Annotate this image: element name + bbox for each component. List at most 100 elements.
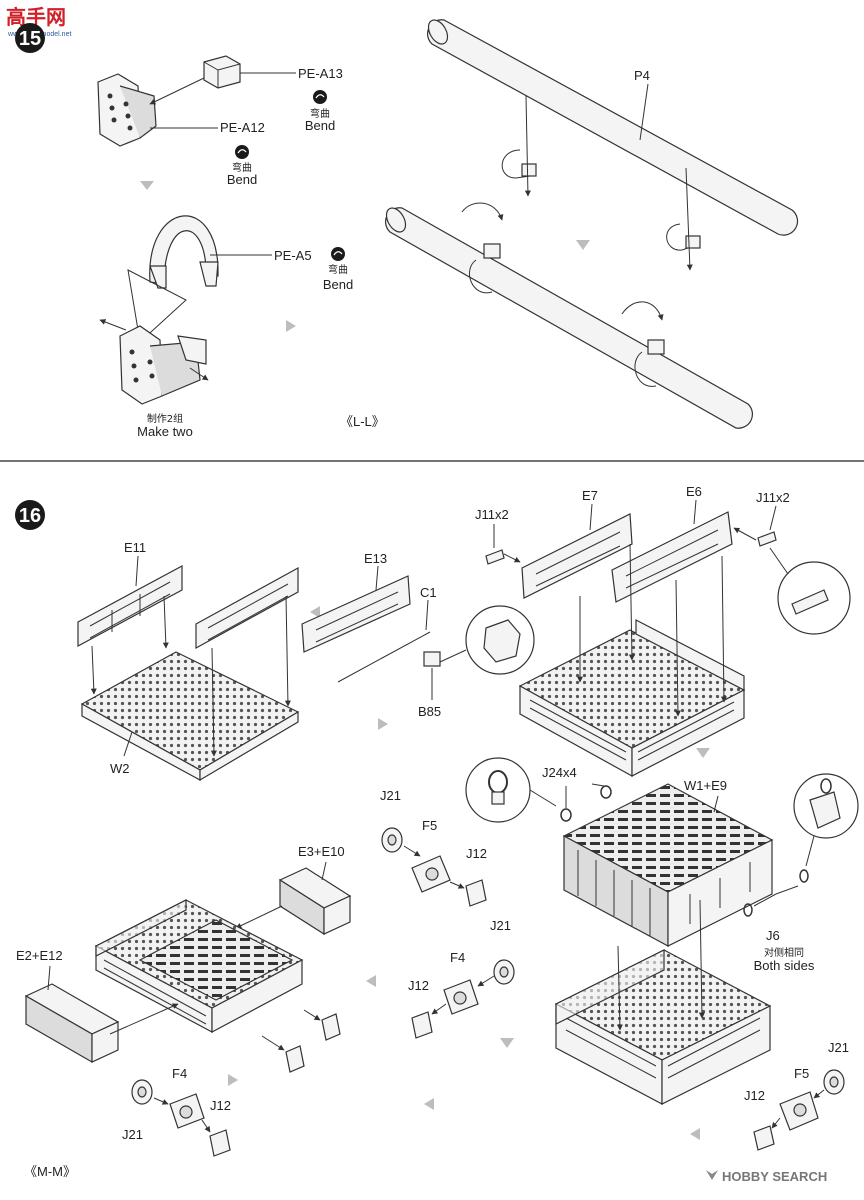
leader-e3e10 bbox=[321, 861, 327, 881]
wheel-f5-a bbox=[411, 855, 451, 893]
label-f5-b: F5 bbox=[794, 1066, 809, 1081]
detail-j6-ring bbox=[820, 778, 832, 794]
arrow-a13-to-a12 bbox=[149, 77, 205, 105]
rotate-arrow-2 bbox=[621, 301, 664, 321]
detail-connector-b85 bbox=[439, 649, 467, 663]
flow-arrow-right-2 bbox=[378, 718, 388, 730]
arrow-j12-a bbox=[449, 881, 465, 889]
arrow-e3e10 bbox=[235, 905, 283, 929]
label-j11x2-left: J11x2 bbox=[475, 507, 509, 522]
arrow-j12-b bbox=[431, 1003, 447, 1015]
label-pe-a13: PE-A13 bbox=[298, 66, 343, 81]
label-j12-c: J12 bbox=[210, 1098, 231, 1113]
label-e2e12: E2+E12 bbox=[16, 948, 63, 963]
tire-j21-a bbox=[381, 827, 403, 853]
flow-arrow-left bbox=[310, 606, 320, 618]
label-j12-d: J12 bbox=[744, 1088, 765, 1103]
label-e7: E7 bbox=[582, 488, 598, 503]
detail-b85-part bbox=[483, 619, 521, 663]
tire-j21-b bbox=[493, 959, 515, 985]
wheel-f4-a bbox=[443, 979, 479, 1015]
crate-left-assembled bbox=[94, 899, 304, 1034]
label-f4-a: F4 bbox=[450, 950, 465, 965]
arrow-j21-right bbox=[813, 1089, 825, 1099]
part-j11-right bbox=[757, 531, 777, 547]
label-w1e9: W1+E9 bbox=[684, 778, 727, 793]
crate-upper bbox=[518, 619, 746, 778]
tube-p4-bottom bbox=[384, 207, 754, 429]
rotate-arrow-1 bbox=[461, 202, 504, 221]
direction-arrow-left bbox=[99, 319, 127, 331]
part-j11-left bbox=[485, 549, 505, 565]
leader-j6 bbox=[753, 893, 777, 907]
hub-j12-a bbox=[465, 879, 487, 907]
leader-w1e9 bbox=[713, 795, 719, 813]
part-j24-b bbox=[600, 785, 612, 799]
crate-loaded bbox=[562, 783, 774, 948]
arrow-clip-left bbox=[524, 95, 531, 197]
panel-e7 bbox=[521, 513, 633, 599]
leader-c1 bbox=[425, 599, 429, 631]
hub-j12-right bbox=[753, 1125, 775, 1151]
label-pe-a5: PE-A5 bbox=[274, 248, 312, 263]
arrow-e11-1 bbox=[90, 645, 97, 695]
clip-right bbox=[666, 223, 701, 251]
both-sides-cn: 对侧相同 bbox=[764, 946, 804, 959]
detail-callout-j24 bbox=[465, 757, 531, 823]
brand-text: HOBBY SEARCH bbox=[722, 1169, 827, 1184]
label-p4: P4 bbox=[634, 68, 650, 83]
arrow-j12-right bbox=[771, 1117, 781, 1129]
hub-left-1 bbox=[285, 1045, 305, 1073]
label-j21-c: J21 bbox=[122, 1127, 143, 1142]
panel-e11-left bbox=[77, 564, 183, 648]
wheel-f5-right bbox=[779, 1091, 819, 1131]
arrow-j11-left bbox=[503, 553, 521, 563]
arrow-e11-4 bbox=[284, 595, 291, 707]
hub-left-2 bbox=[321, 1013, 341, 1041]
arrow-j12-c bbox=[201, 1119, 211, 1133]
panel-e13 bbox=[301, 575, 411, 653]
placement-guide bbox=[127, 269, 187, 343]
hobby-search-logo: HOBBY SEARCH bbox=[706, 1169, 827, 1184]
arrow-e11-2 bbox=[162, 595, 169, 649]
make-two-cn: 制作2组 bbox=[147, 412, 183, 425]
detail-j24-base bbox=[491, 791, 505, 805]
part-j24-a bbox=[560, 808, 572, 822]
label-e11: E11 bbox=[124, 540, 146, 555]
arrow-j21-b bbox=[477, 975, 495, 987]
floor-w2 bbox=[80, 651, 300, 782]
bend-icon bbox=[331, 247, 345, 261]
assembled-hinge bbox=[119, 325, 207, 405]
step-16-badge bbox=[15, 500, 45, 530]
box-e2e12 bbox=[24, 983, 120, 1064]
part-b85 bbox=[423, 651, 441, 667]
bend-icon bbox=[313, 90, 327, 104]
part-pe-a5 bbox=[149, 215, 219, 289]
hub-j12-c bbox=[209, 1129, 231, 1157]
leader-e13 bbox=[375, 565, 379, 591]
step-16-number: 16 bbox=[19, 505, 41, 527]
part-pe-a13 bbox=[203, 55, 241, 89]
label-f4-b: F4 bbox=[172, 1066, 187, 1081]
label-j24x4: J24x4 bbox=[542, 765, 577, 780]
label-j21-a: J21 bbox=[380, 788, 401, 803]
arrow-hub-left-1 bbox=[261, 1035, 285, 1051]
wheel-f4-b bbox=[169, 1093, 205, 1129]
rod-c1 bbox=[337, 631, 431, 683]
crate-lower bbox=[554, 949, 772, 1105]
step-16: 16 E11 W2 E13 C1 bbox=[15, 484, 859, 1179]
leader-p4 bbox=[639, 83, 649, 141]
detail-j11-part bbox=[791, 589, 829, 615]
label-e13: E13 bbox=[364, 551, 387, 566]
leader-j11-right bbox=[769, 505, 777, 531]
arrow-hub-left-2 bbox=[303, 1009, 321, 1021]
flow-arrow-down-2 bbox=[576, 240, 590, 250]
flow-arrow-right bbox=[286, 320, 296, 332]
both-sides-en: Both sides bbox=[754, 958, 815, 973]
panel-e11-right bbox=[195, 566, 299, 650]
detail-connector-j24 bbox=[529, 789, 557, 807]
arrow-crate-down-2 bbox=[698, 899, 705, 1019]
arrow-e2e12 bbox=[109, 1003, 179, 1035]
bend-en-3: Bend bbox=[323, 277, 353, 292]
flow-arrow-right-3 bbox=[228, 1074, 238, 1086]
